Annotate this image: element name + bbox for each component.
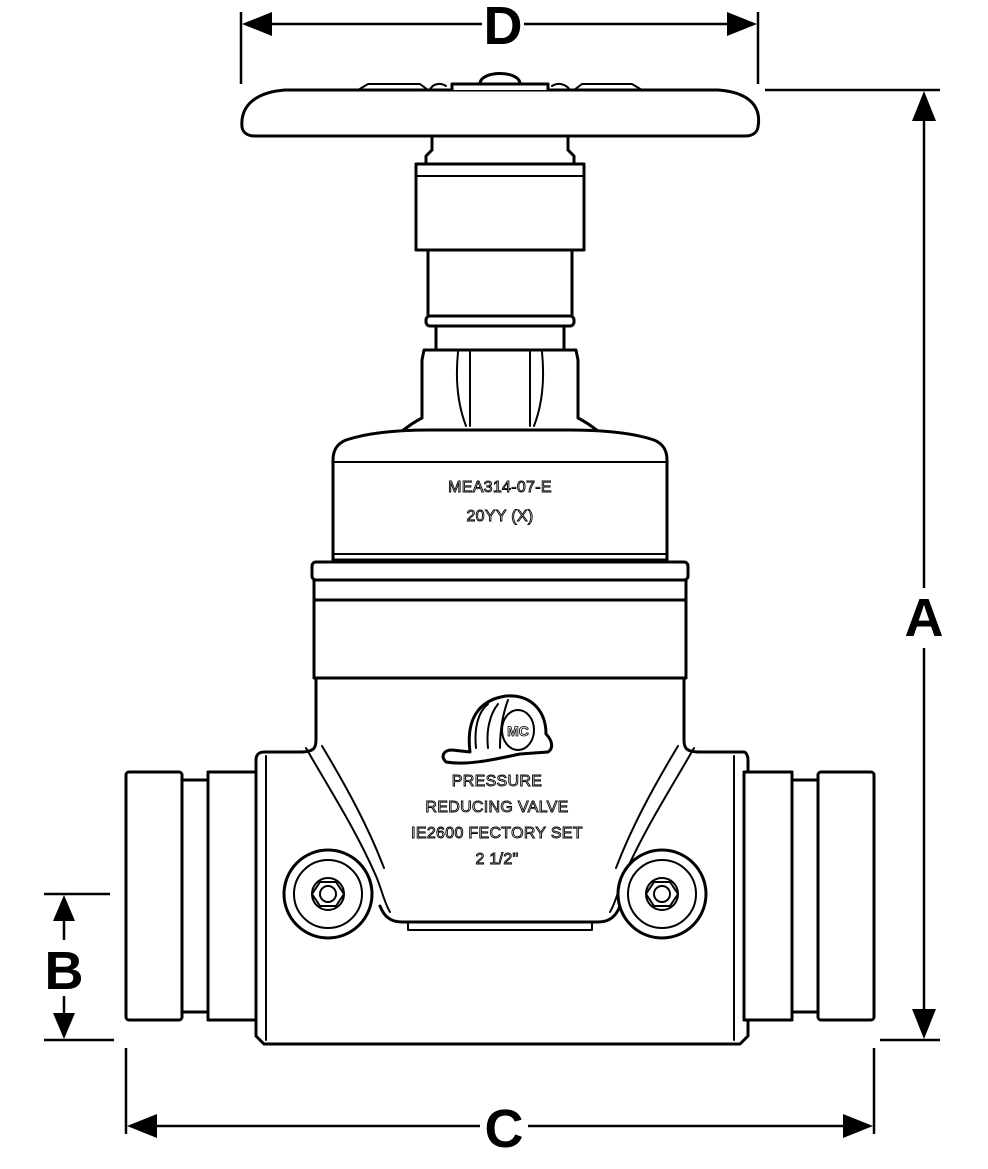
body-text-line-4: 2 1/2"	[475, 851, 518, 868]
body-text-line-2: REDUCING VALVE	[425, 799, 568, 816]
dim-c-arrow-left	[127, 1114, 157, 1138]
bonnet-date-code-text: 20YY (X)	[466, 508, 533, 525]
gauge-port-left	[282, 848, 374, 940]
dim-c-arrow-right	[843, 1114, 873, 1138]
dim-a-label: A	[905, 588, 944, 648]
dim-a-arrow-bottom	[912, 1009, 936, 1039]
dimension-a: A	[765, 88, 944, 1042]
dimension-d: D	[239, 0, 760, 84]
hard-hat-logo: MC	[441, 694, 554, 765]
dimension-c: C	[124, 1048, 876, 1159]
dim-b-arrow-bottom	[53, 1013, 75, 1039]
dim-d-label: D	[484, 0, 523, 56]
bonnet-model-text: MEA314-07-E	[448, 479, 552, 496]
grooved-end-left	[124, 770, 258, 1022]
dimension-b: B	[44, 892, 114, 1042]
valve-body	[254, 676, 750, 1046]
dim-d-arrow-right	[727, 12, 757, 36]
stem-assembly	[414, 134, 586, 352]
dim-b-arrow-top	[53, 895, 75, 921]
spring-housing	[310, 560, 690, 680]
grooved-end-right	[742, 770, 876, 1022]
dim-d-arrow-left	[242, 12, 272, 36]
handwheel	[240, 72, 761, 138]
body-text-line-3: IE2600 FECTORY SET	[411, 825, 583, 842]
dim-b-label: B	[45, 941, 84, 1001]
gauge-port-right	[616, 848, 708, 940]
bonnet	[331, 428, 669, 562]
dim-a-arrow-top	[912, 91, 936, 121]
hex-nut	[396, 348, 604, 436]
dim-c-label: C	[485, 1099, 524, 1159]
logo-monogram: MC	[507, 723, 529, 739]
body-text-line-1: PRESSURE	[452, 773, 542, 790]
